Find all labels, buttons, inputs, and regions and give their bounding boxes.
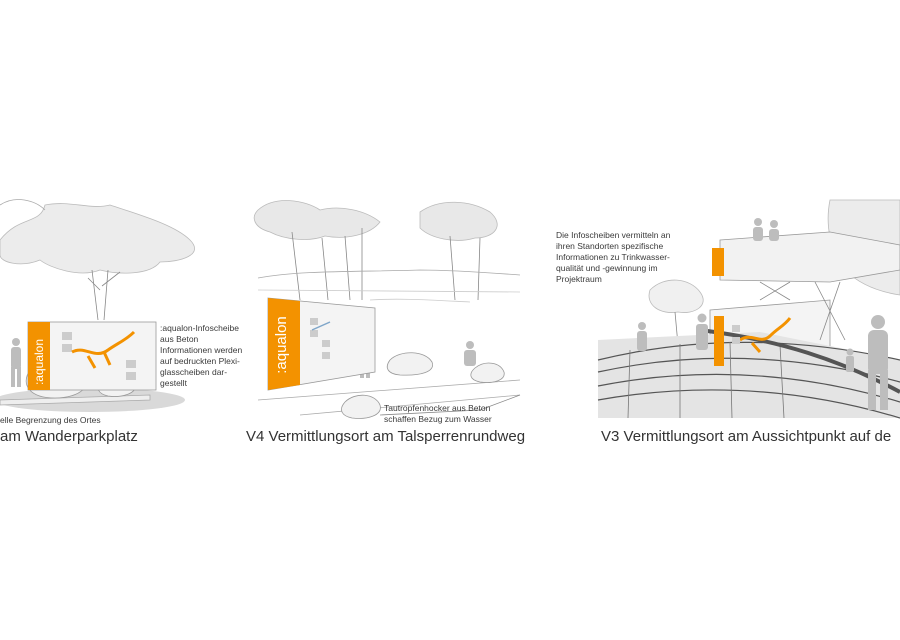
panel-1-brand-label: :aqualon [32,338,46,386]
panel-1-person [11,338,21,387]
panel-3-caption: V3 Vermittlungsort am Aussichtpunkt auf … [601,428,892,445]
panel-3-info-boards [712,248,792,366]
panel-2-info-board [267,297,376,391]
panel-2-caption: V4 Vermittlungsort am Talsperrenrundweg [246,428,526,445]
panel-2-sketch [253,200,521,419]
panel-1-note-begrenzung: elle Begrenzung des Ortes [0,415,101,425]
panel-3-figures [637,218,888,410]
panel-1-info-board [27,321,157,391]
panel-2-brand-label: :aqualon [273,316,290,374]
panel-1-caption: am Wanderparkplatz [0,428,138,445]
panel-3-note-infoscheiben: Die Infoscheiben vermitteln an ihren Sta… [556,230,671,284]
panel-1-note-infoscheibe: :aqualon-Infoscheibe aus Beton Informati… [160,323,243,388]
panel-3-sketch [597,199,900,419]
panel-2-note-tautropfen: Tautropfenhocker aus Beton schaffen Bezu… [384,403,492,424]
